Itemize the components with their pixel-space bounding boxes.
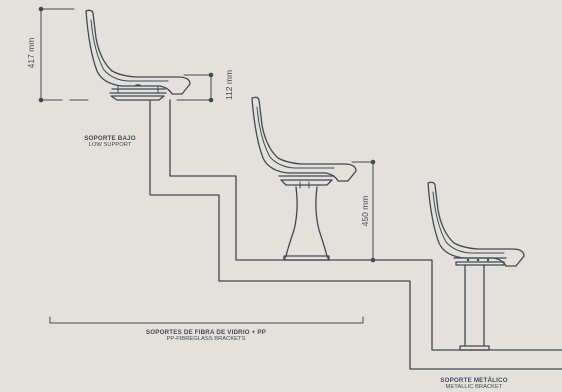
metallic-caption: SOPORTE METÁLICO METALLIC BRACKET — [424, 377, 524, 391]
dimension-112-label: 112 mm — [224, 69, 234, 101]
bracket-plate — [278, 175, 335, 186]
dimension-450 — [351, 159, 376, 263]
low-support-title: SOPORTE BAJO — [84, 135, 136, 142]
chair-shell — [251, 96, 357, 182]
fibreglass-bracket-group-line — [49, 316, 364, 324]
chair-low-support — [85, 9, 191, 101]
dimension-417 — [38, 6, 89, 103]
low-support-caption: SOPORTE BAJO LOW SUPPORT — [70, 135, 150, 149]
dimension-417-label: 417 mm — [26, 37, 36, 69]
bracket-pedestal — [283, 186, 330, 261]
low-support-subtitle: LOW SUPPORT — [88, 142, 132, 149]
stair-profile-upper — [169, 99, 562, 351]
fibreglass-title: SOPORTES DE FIBRA DE VIDRIO + PP — [145, 329, 267, 336]
fibreglass-subtitle: PP-FIBREGLASS BRACKETS — [166, 336, 246, 343]
stair-profile-lower — [149, 99, 562, 370]
dimension-112 — [176, 72, 214, 103]
fibreglass-caption: SOPORTES DE FIBRA DE VIDRIO + PP PP-FIBR… — [126, 329, 286, 343]
chair-shell — [427, 181, 525, 267]
support-base — [109, 88, 167, 101]
metallic-title: SOPORTE METÁLICO — [440, 377, 508, 384]
chair-metallic — [427, 181, 525, 351]
chair-shell — [85, 9, 191, 95]
metallic-subtitle: METALLIC BRACKET — [445, 384, 503, 391]
bracket-post — [459, 264, 490, 351]
dimension-450-label: 450 mm — [360, 195, 370, 227]
chair-shell-inner — [90, 19, 169, 82]
bracket-plate — [453, 257, 507, 266]
chair-fibreglass — [251, 96, 357, 261]
